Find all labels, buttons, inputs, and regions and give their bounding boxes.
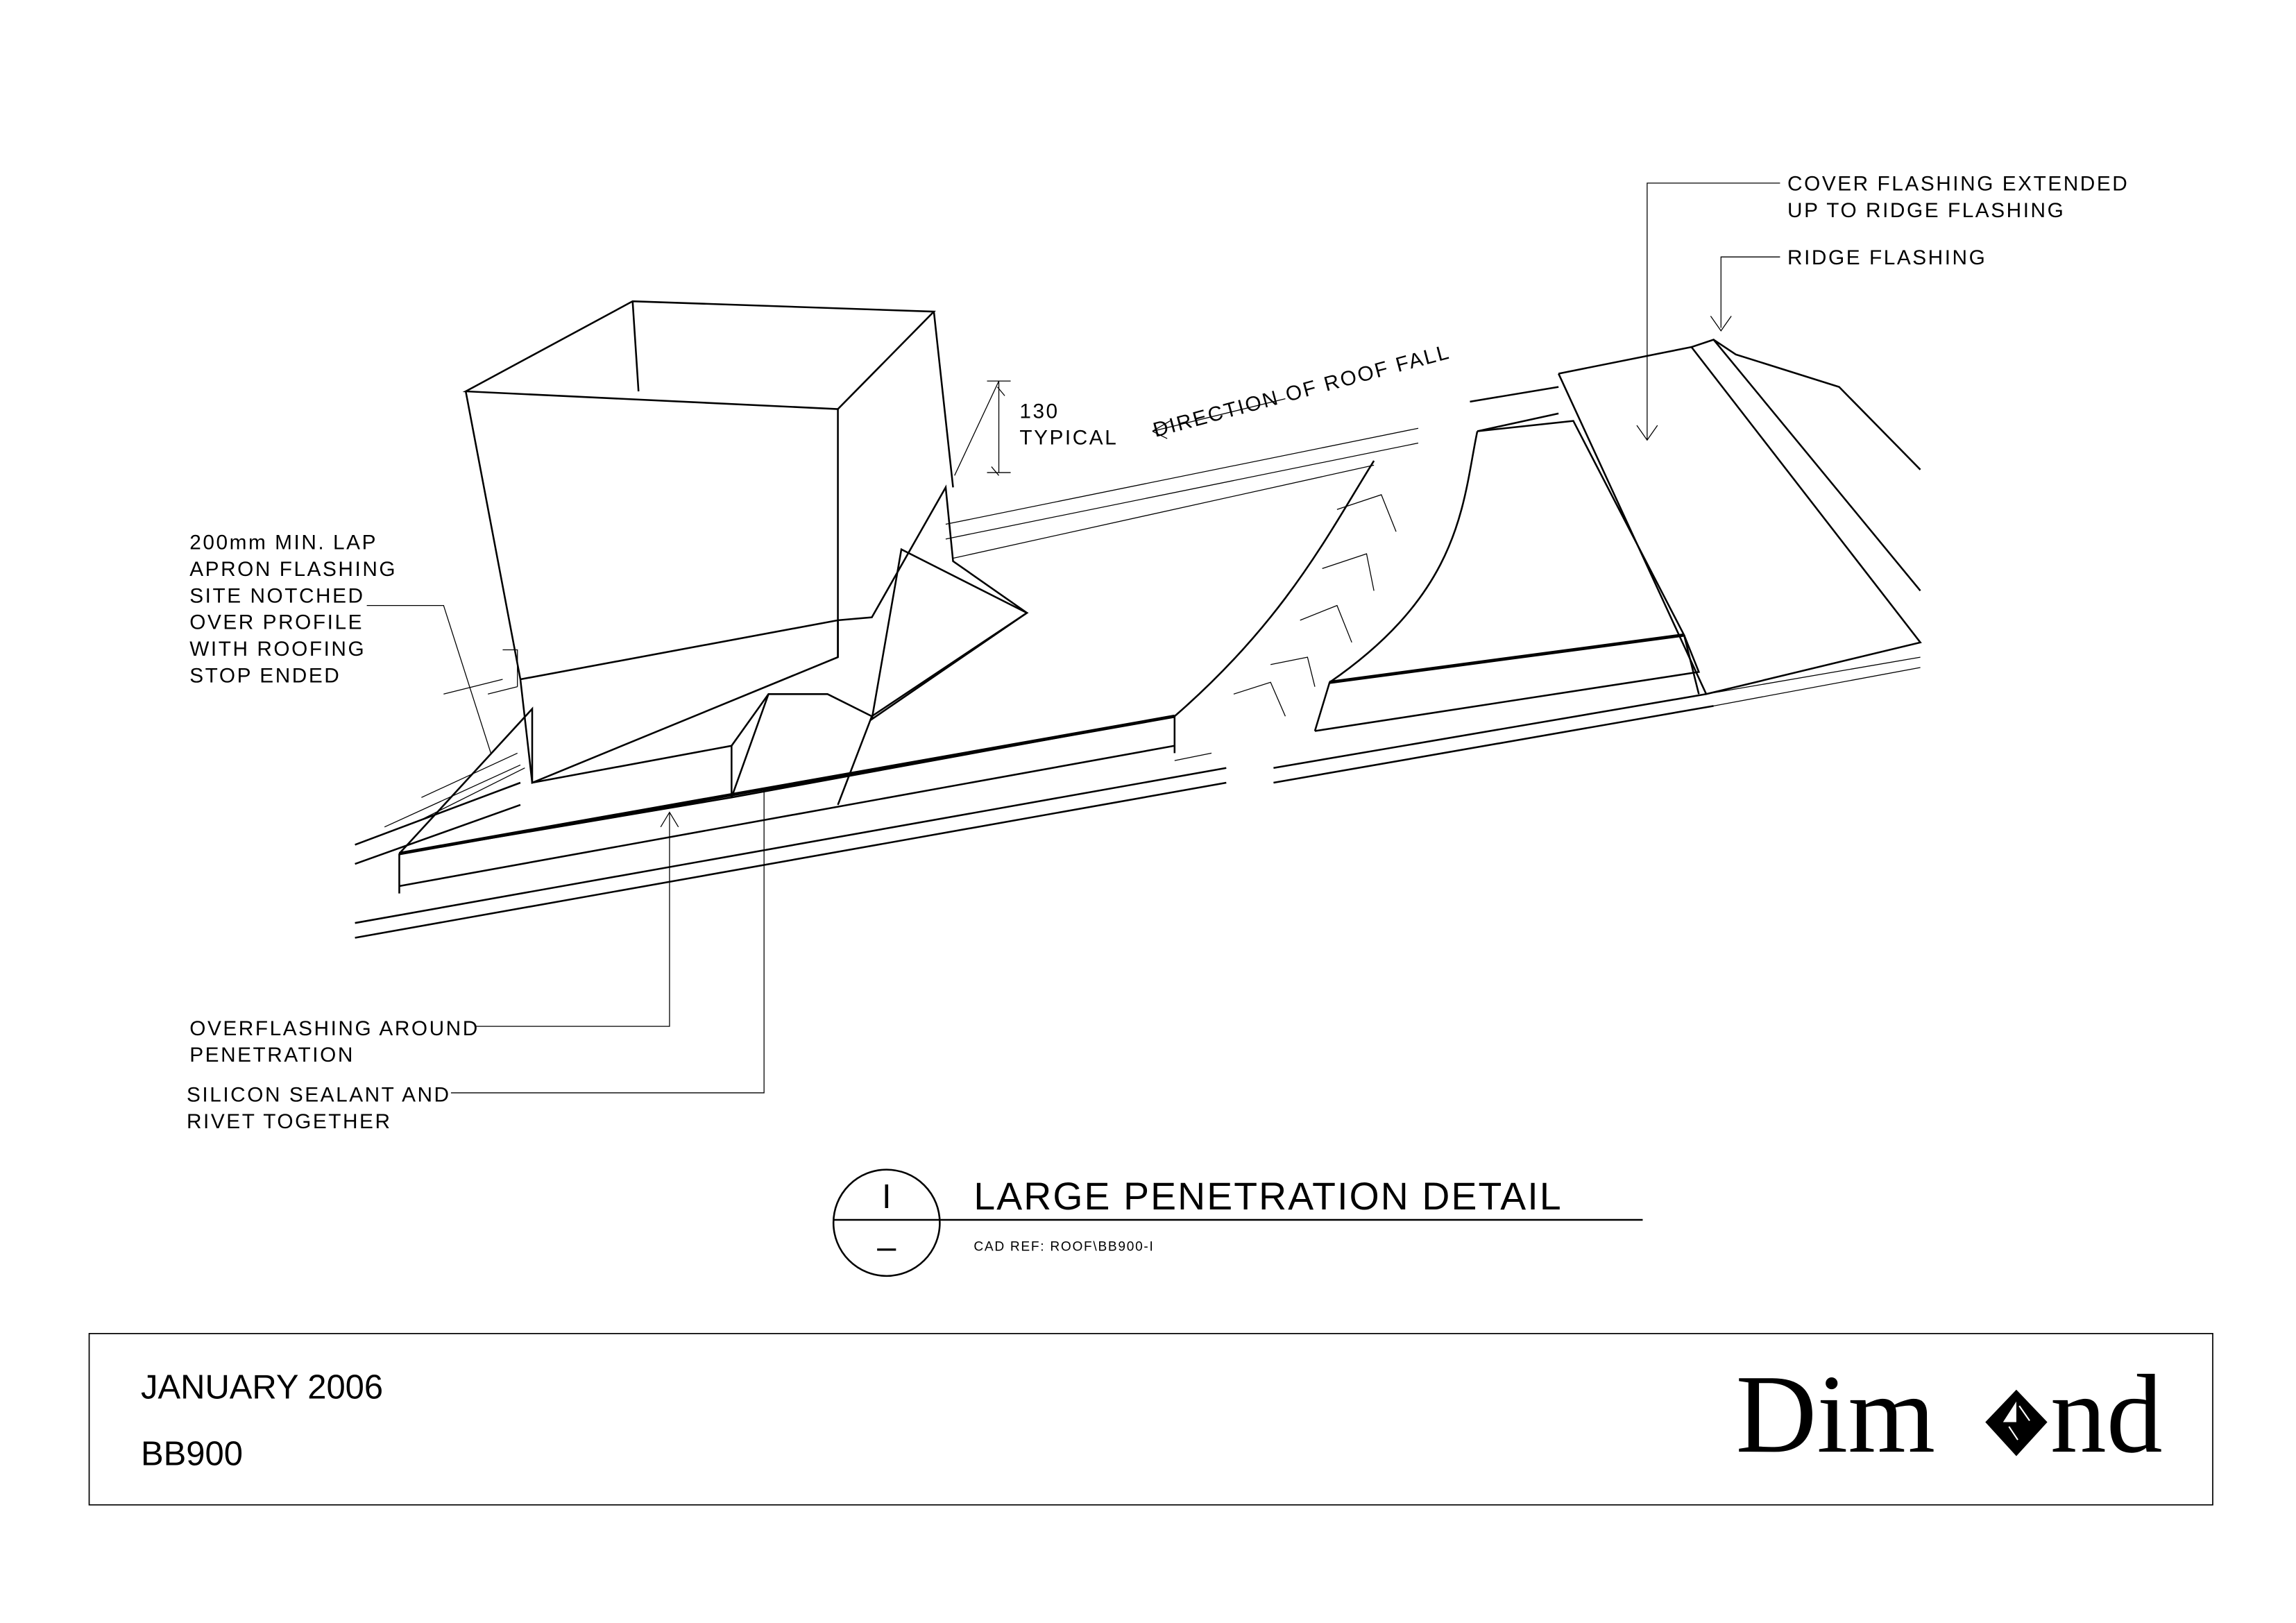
direction-label: DIRECTION OF ROOF FALL (1150, 341, 1452, 442)
dimension-value: 130 (1019, 400, 1059, 423)
penetration-box (398, 300, 1175, 856)
dimension-note: TYPICAL (1019, 427, 1118, 450)
label-line: WITH ROOFING (189, 638, 366, 661)
cover-flashing-label: UP TO RIDGE FLASHING (1787, 199, 2065, 222)
sealant-label: RIVET TOGETHER (187, 1110, 392, 1133)
svg-text:nd: nd (2050, 1352, 2163, 1476)
detail-title: I – LARGE PENETRATION DETAIL CAD REF: RO… (832, 1169, 1643, 1277)
cad-ref: CAD REF: ROOF\BB900-I (973, 1240, 1154, 1255)
overflashing-label: PENETRATION (189, 1044, 355, 1067)
date: JANUARY 2006 (141, 1368, 383, 1406)
drawing-code: BB900 (141, 1435, 243, 1472)
label-line: 200mm MIN. LAP (189, 532, 377, 554)
label-line: OVER PROFILE (189, 611, 364, 634)
sealant-label: SILICON SEALANT AND (187, 1084, 451, 1107)
label-line: SITE NOTCHED (189, 584, 364, 607)
roof-sheets-left (355, 427, 1419, 939)
label-line: APRON FLASHING (189, 558, 397, 581)
detail-marker (832, 1169, 941, 1277)
lap-note: 200mm MIN. LAP APRON FLASHING SITE NOTCH… (189, 532, 397, 688)
detail-number: I (882, 1178, 892, 1216)
roof-sheets-right (1273, 339, 1922, 784)
ridge-flashing-label: RIDGE FLASHING (1787, 246, 1987, 269)
leader-lines (366, 182, 1780, 1094)
title-text: LARGE PENETRATION DETAIL (973, 1175, 1562, 1218)
detail-sheet: – (877, 1228, 896, 1266)
title-block: JANUARY 2006 BB900 Dim nd (88, 1333, 2213, 1506)
overflashing-label: OVERFLASHING AROUND (189, 1017, 479, 1040)
svg-text:Dim: Dim (1736, 1352, 1936, 1476)
cover-flashing-label: COVER FLASHING EXTENDED (1787, 173, 2129, 196)
dimond-logo: Dim nd (1736, 1352, 2163, 1476)
label-line: STOP ENDED (189, 664, 341, 687)
diamond-icon (1985, 1389, 2048, 1456)
